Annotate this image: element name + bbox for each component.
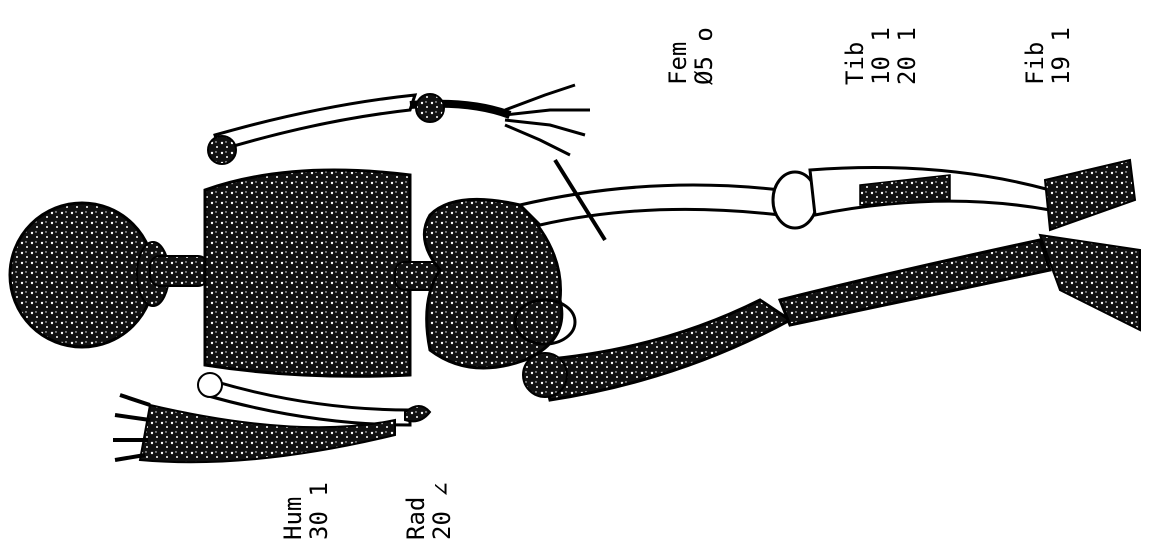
label-tibia-value-1: 10 1 xyxy=(868,27,894,85)
label-humerus-name: Hum xyxy=(280,482,306,540)
label-tibia: Tib 10 1 20 1 xyxy=(842,27,920,85)
label-humerus: Hum 30 1 xyxy=(280,482,332,540)
label-femur: Fem Ø5 o xyxy=(665,27,717,85)
label-fibula-value: 19 1 xyxy=(1048,27,1074,85)
pelvis xyxy=(424,199,575,368)
label-tibia-value-2: 20 1 xyxy=(894,27,920,85)
arm-bottom xyxy=(113,373,430,462)
skull xyxy=(10,203,169,347)
label-fibula-name: Fib xyxy=(1022,27,1048,85)
ribcage xyxy=(205,170,410,376)
label-radius-name: Rad xyxy=(403,482,429,540)
label-tibia-name: Tib xyxy=(842,27,868,85)
label-femur-name: Fem xyxy=(665,27,691,85)
label-femur-value: Ø5 o xyxy=(691,27,717,85)
cervical-spine xyxy=(150,256,208,286)
label-radius-value: 20 ∠ xyxy=(429,482,455,540)
label-fibula: Fib 19 1 xyxy=(1022,27,1074,85)
leg-top xyxy=(520,160,1135,240)
label-radius: Rad 20 ∠ xyxy=(403,482,455,540)
label-humerus-value: 30 1 xyxy=(306,482,332,540)
arm-top xyxy=(208,85,590,164)
leg-bottom xyxy=(523,235,1140,400)
